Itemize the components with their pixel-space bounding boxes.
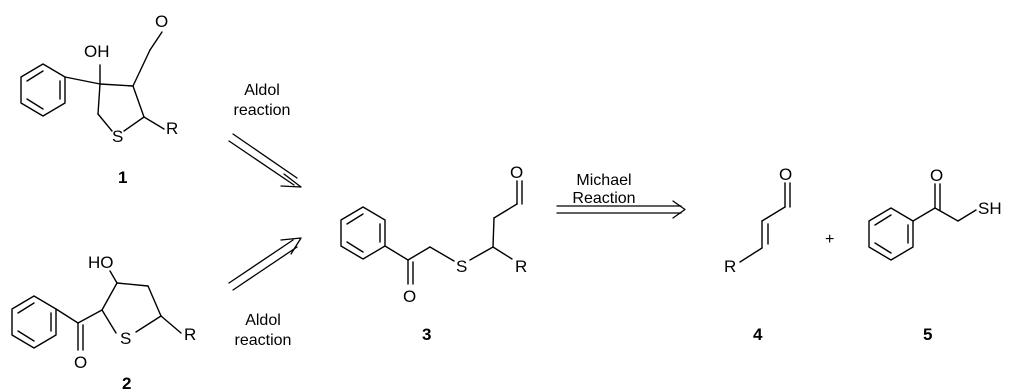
compound-1-benzene-ring <box>20 63 66 117</box>
compound-1-hydroxyl-label: OH <box>84 42 110 61</box>
aldol-bottom-label-line1: Aldol <box>245 312 281 329</box>
plus-sign: + <box>825 231 834 248</box>
compound-3-number-label: 3 <box>422 325 431 344</box>
compound-5-benzene-ring <box>868 207 914 261</box>
compound-2-r-group-label: R <box>184 325 196 344</box>
compound-4-oxygen-label: O <box>779 165 792 184</box>
aldol-arrow-bottom: Aldol reaction <box>228 237 302 349</box>
compound-3-aldehyde-oxygen-label: O <box>510 163 523 182</box>
compound-1-aldehyde-oxygen-label: O <box>155 12 168 31</box>
compound-2-number-label: 2 <box>122 374 131 392</box>
compound-5-oxygen-label: O <box>930 166 943 185</box>
compound-1: OH O S R 1 <box>20 12 178 187</box>
compound-3-benzene-ring <box>340 206 386 260</box>
compound-1-sulfur-label: S <box>112 127 123 146</box>
compound-1-thiolane-ring <box>64 31 165 132</box>
compound-3-ketone-oxygen-label: O <box>403 287 416 306</box>
compound-3-sulfur-label: S <box>456 257 467 276</box>
compound-4: O R 4 <box>724 165 792 344</box>
compound-2-sulfur-label: S <box>120 329 131 348</box>
compound-3-chain <box>384 180 523 285</box>
compound-3-r-group-label: R <box>515 257 527 276</box>
aldol-top-label-line1: Aldol <box>244 82 280 99</box>
compound-5: O SH 5 <box>868 166 1002 344</box>
compound-1-r-group-label: R <box>166 119 178 138</box>
compound-3: O O S R 3 <box>340 163 527 344</box>
aldol-arrow-top: Aldol reaction <box>228 82 302 188</box>
aldol-bottom-label-line2: reaction <box>235 332 292 349</box>
compound-4-r-group-label: R <box>724 257 736 276</box>
compound-2-ketone-oxygen-label: O <box>74 353 87 372</box>
aldol-top-label-line2: reaction <box>234 102 291 119</box>
compound-5-number-label: 5 <box>923 325 932 344</box>
compound-2-hydroxyl-label: HO <box>88 253 114 272</box>
compound-2-ketone-and-thiolane <box>55 270 182 351</box>
compound-4-number-label: 4 <box>753 325 763 344</box>
compound-2-benzene-ring <box>11 295 57 349</box>
michael-arrow: Michael Reaction <box>556 172 686 219</box>
michael-label-line2: Reaction <box>572 190 635 207</box>
compound-2: HO O S R 2 <box>11 253 196 392</box>
michael-label-line1: Michael <box>576 172 631 189</box>
compound-1-number-label: 1 <box>118 168 127 187</box>
compound-5-thiol-label: SH <box>978 199 1002 218</box>
